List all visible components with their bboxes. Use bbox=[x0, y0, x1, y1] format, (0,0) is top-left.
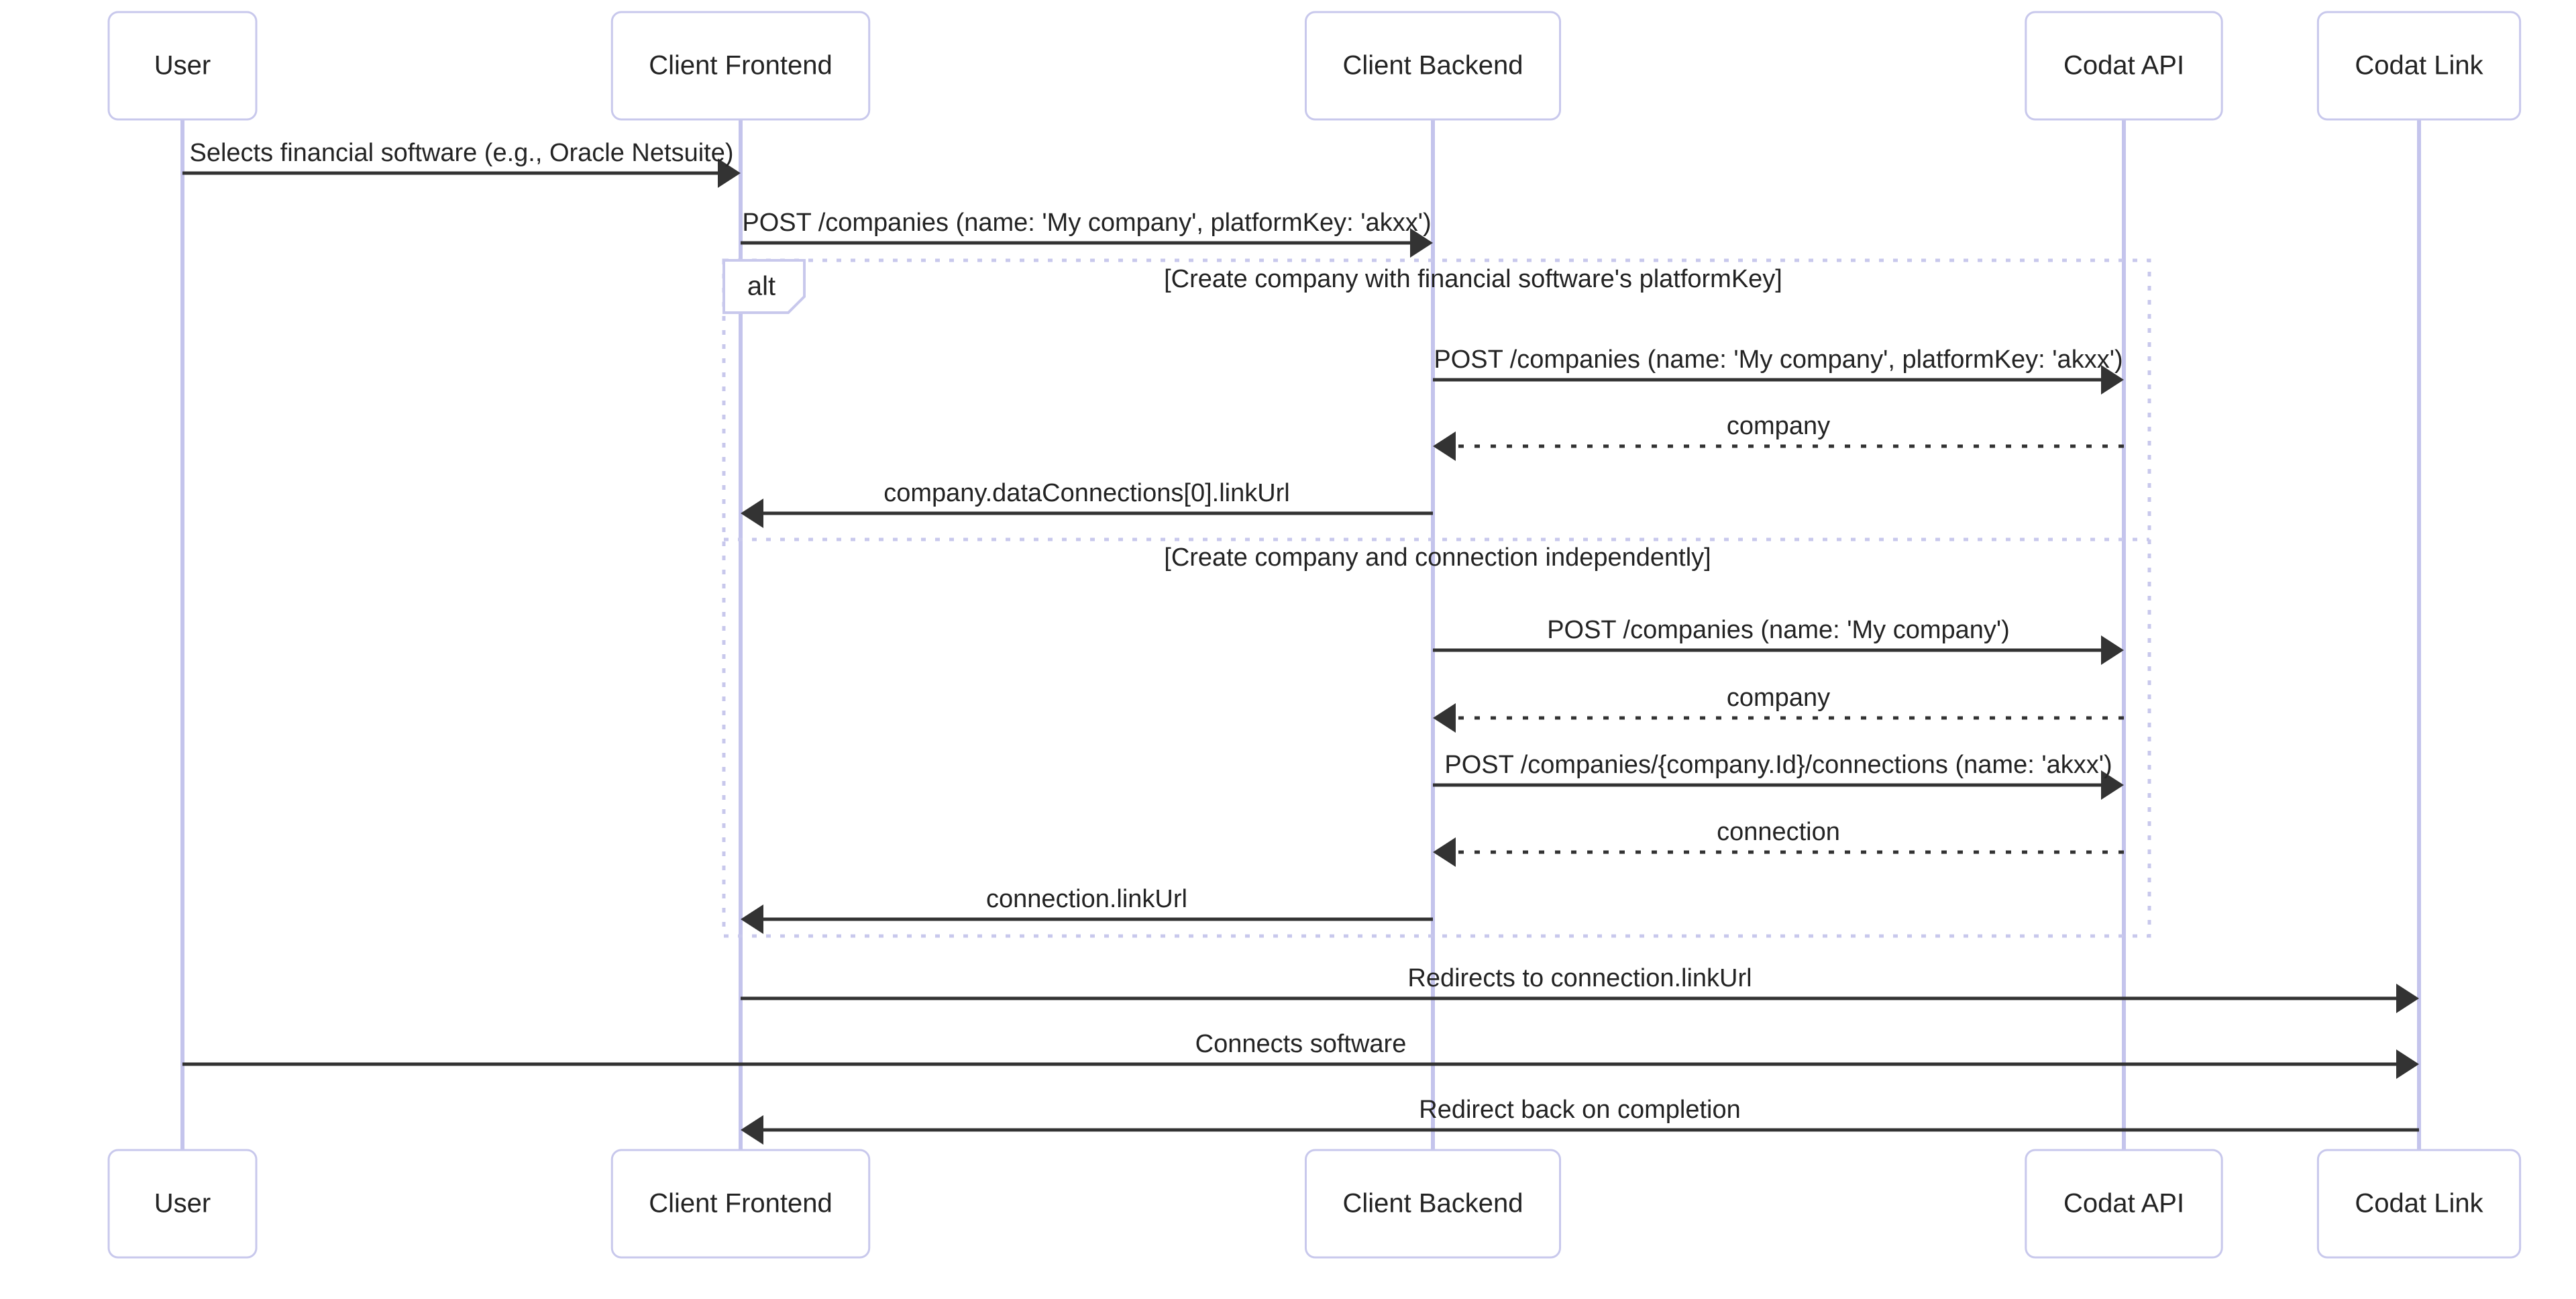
participant-box-user-top[interactable] bbox=[107, 11, 258, 121]
message-arrowhead-3 bbox=[2101, 365, 2124, 395]
message-4: company bbox=[1433, 412, 2124, 461]
alt-fragment-group: alt [Create company with financial softwa… bbox=[722, 258, 2151, 938]
message-label-1: Selects financial software (e.g., Oracle… bbox=[189, 139, 733, 167]
participant-box-codatlnk-top[interactable] bbox=[2316, 11, 2522, 121]
participant-box-codatapi-top[interactable] bbox=[2025, 11, 2223, 121]
message-arrowhead-9 bbox=[1433, 837, 1456, 867]
alt-branch-condition-2: [Create company and connection independe… bbox=[1164, 543, 1711, 572]
alt-operator-label: alt bbox=[747, 272, 775, 301]
message-arrowhead-12 bbox=[2396, 1049, 2419, 1079]
participant-label-codatlnk-bottom: Codat Link bbox=[2355, 1189, 2483, 1218]
participant-boxes-bottom: User Client Frontend Client Backend Codat A… bbox=[107, 1149, 2522, 1259]
message-label-2: POST /companies (name: 'My company', pla… bbox=[742, 209, 1431, 237]
participant-box-codatlnk-bottom[interactable] bbox=[2316, 1149, 2522, 1259]
message-group: Selects financial software (e.g., Oracle… bbox=[182, 139, 2419, 1145]
message-6: POST /companies (name: 'My company') bbox=[1433, 616, 2124, 665]
alt-operator-tab bbox=[722, 259, 806, 314]
message-1: Selects financial software (e.g., Oracle… bbox=[182, 139, 741, 188]
alt-fragment-border bbox=[722, 258, 2151, 938]
message-13: Redirect back on completion bbox=[741, 1096, 2419, 1145]
participant-label-user-top: User bbox=[154, 51, 211, 81]
message-arrowhead-1 bbox=[718, 158, 741, 188]
message-arrowhead-6 bbox=[2101, 635, 2124, 665]
message-label-11: Redirects to connection.linkUrl bbox=[1407, 964, 1752, 992]
message-label-9: connection bbox=[1717, 818, 1840, 846]
message-label-10: connection.linkUrl bbox=[986, 885, 1187, 913]
participant-label-frontend-bottom: Client Frontend bbox=[649, 1189, 832, 1218]
participant-label-user-bottom: User bbox=[154, 1189, 211, 1218]
message-arrowhead-7 bbox=[1433, 703, 1456, 733]
message-9: connection bbox=[1433, 818, 2124, 867]
participant-box-codatapi-bottom[interactable] bbox=[2025, 1149, 2223, 1259]
participant-box-frontend-top[interactable] bbox=[610, 11, 871, 121]
message-8: POST /companies/{company.Id}/connections… bbox=[1433, 751, 2124, 800]
message-12: Connects software bbox=[182, 1030, 2419, 1079]
message-label-5: company.dataConnections[0].linkUrl bbox=[883, 479, 1290, 507]
message-label-4: company bbox=[1727, 412, 1830, 440]
participant-label-codatapi-bottom: Codat API bbox=[2063, 1189, 2184, 1218]
message-label-8: POST /companies/{company.Id}/connections… bbox=[1444, 751, 2112, 779]
message-3: POST /companies (name: 'My company', pla… bbox=[1433, 346, 2124, 395]
message-arrowhead-13 bbox=[741, 1115, 763, 1145]
participant-label-backend-bottom: Client Backend bbox=[1342, 1189, 1523, 1218]
participant-box-backend-top[interactable] bbox=[1304, 11, 1562, 121]
participant-box-frontend-bottom[interactable] bbox=[610, 1149, 871, 1259]
message-label-13: Redirect back on completion bbox=[1419, 1096, 1740, 1124]
participant-label-frontend-top: Client Frontend bbox=[649, 51, 832, 81]
participant-box-user-bottom[interactable] bbox=[107, 1149, 258, 1259]
message-arrowhead-11 bbox=[2396, 984, 2419, 1013]
participant-label-codatapi-top: Codat API bbox=[2063, 51, 2184, 81]
participant-boxes-top: User Client Frontend Client Backend Codat A… bbox=[107, 11, 2522, 121]
participant-label-backend-top: Client Backend bbox=[1342, 51, 1523, 81]
message-arrowhead-2 bbox=[1410, 228, 1433, 258]
participant-box-backend-bottom[interactable] bbox=[1304, 1149, 1562, 1259]
participant-label-codatlnk-top: Codat Link bbox=[2355, 51, 2483, 81]
message-label-7: company bbox=[1727, 684, 1830, 712]
message-arrowhead-5 bbox=[741, 499, 763, 528]
message-10: connection.linkUrl bbox=[741, 885, 1433, 934]
message-arrowhead-10 bbox=[741, 904, 763, 934]
message-arrowhead-4 bbox=[1433, 431, 1456, 461]
message-5: company.dataConnections[0].linkUrl bbox=[741, 479, 1433, 528]
message-label-12: Connects software bbox=[1195, 1030, 1407, 1058]
message-11: Redirects to connection.linkUrl bbox=[741, 964, 2419, 1013]
message-arrowhead-8 bbox=[2101, 770, 2124, 800]
message-label-6: POST /companies (name: 'My company') bbox=[1547, 616, 2010, 644]
message-2: POST /companies (name: 'My company', pla… bbox=[741, 209, 1433, 258]
message-label-3: POST /companies (name: 'My company', pla… bbox=[1434, 346, 2123, 374]
alt-branch-condition-1: [Create company with financial software'… bbox=[1164, 265, 1782, 293]
message-7: company bbox=[1433, 684, 2124, 733]
